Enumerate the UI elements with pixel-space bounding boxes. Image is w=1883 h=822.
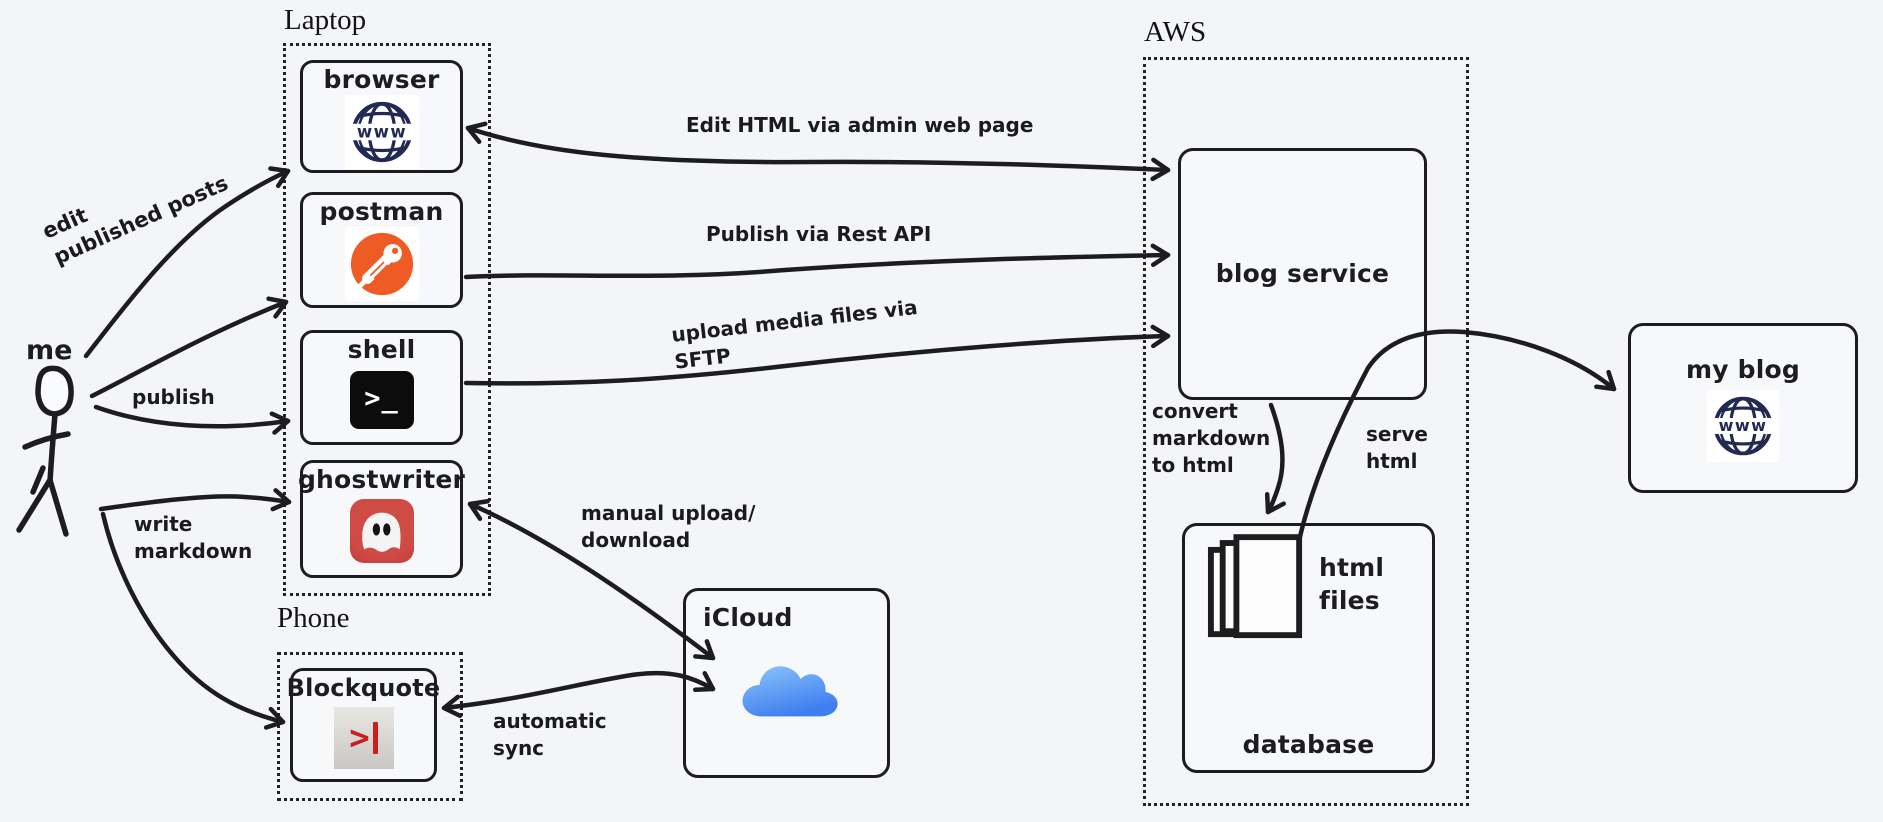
laptop-group-label: Laptop [284,4,367,36]
icloud-node[interactable]: iCloud [683,588,890,778]
cloud-icon [742,666,838,717]
globe-www-icon: www [344,95,419,169]
edge-label-automatic-sync: automatic sync [493,709,607,760]
arrow-me-to-browser[interactable] [83,166,291,359]
edge-label-edit-html: Edit HTML via admin web page [686,113,1034,137]
aws-group[interactable] [1143,57,1469,806]
postman-node[interactable]: postman [300,192,463,308]
edge-label-convert-markdown: convert markdown to html [1152,399,1271,477]
blog-service-label: blog service [1215,259,1390,288]
aws-group-label: AWS [1144,16,1207,48]
globe-www-icon: www [1707,389,1779,462]
edge-label-serve-html: serve html [1366,422,1428,473]
browser-node[interactable]: browser www [300,60,463,173]
actor-label: me [26,335,73,366]
blog-service-node[interactable]: blog service [1178,148,1427,400]
svg-text:www: www [1719,416,1768,435]
stick-figure[interactable] [16,365,74,537]
ghost-icon [349,499,414,563]
arrow-browser-blogservice-edit-html[interactable] [465,121,1171,182]
terminal-icon: >_ [349,371,414,429]
postman-label: postman [319,197,444,226]
edge-label-manual-upload: manual upload/ download [581,501,756,552]
arrow-blogservice-htmlfiles-convert[interactable] [1264,402,1286,515]
files-stack-icon [1207,534,1303,639]
arrow-ghostwriter-icloud-manual[interactable] [467,499,716,661]
storage-node[interactable]: html files database [1182,523,1435,773]
arrow-me-to-shell-publish[interactable] [93,404,291,435]
arrow-me-to-ghostwriter[interactable] [98,488,292,512]
blockquote-bar [372,721,378,754]
arrow-shell-blogservice-sftp[interactable] [463,324,1171,386]
ghostwriter-node[interactable]: ghostwriter [297,460,466,578]
postman-icon [344,227,419,301]
blockquote-label: Blockquote [286,674,441,702]
phone-group-label: Phone [277,602,350,634]
ghostwriter-label: ghostwriter [297,465,466,494]
blockquote-icon: > [333,706,394,769]
blockquote-node[interactable]: Blockquote > [287,668,440,782]
edge-label-write-markdown: write markdown [134,512,253,563]
arrow-postman-blogservice-rest-api[interactable] [463,243,1171,280]
icloud-label: iCloud [703,603,793,632]
shell-node[interactable]: shell >_ [300,330,463,445]
edge-label-edit-published-posts: edit published posts [38,171,232,270]
arrow-me-to-postman[interactable] [89,296,289,399]
shell-label: shell [347,335,416,364]
arrow-blockquote-icloud-sync[interactable] [441,670,716,719]
edge-label-publish: publish [132,385,215,409]
my-blog-node[interactable]: my blog www [1628,323,1858,493]
laptop-group[interactable] [283,43,491,596]
browser-label: browser [323,65,440,94]
database-label: database [1242,730,1375,759]
my-blog-label: my blog [1686,354,1800,384]
edge-label-rest-api: Publish via Rest API [706,222,932,246]
arrow-htmlfiles-myblog-serve[interactable] [1296,329,1617,544]
arrow-me-to-blockquote-write-markdown[interactable] [100,511,286,730]
html-files-label: html files [1319,553,1385,615]
svg-text:www: www [356,122,406,141]
